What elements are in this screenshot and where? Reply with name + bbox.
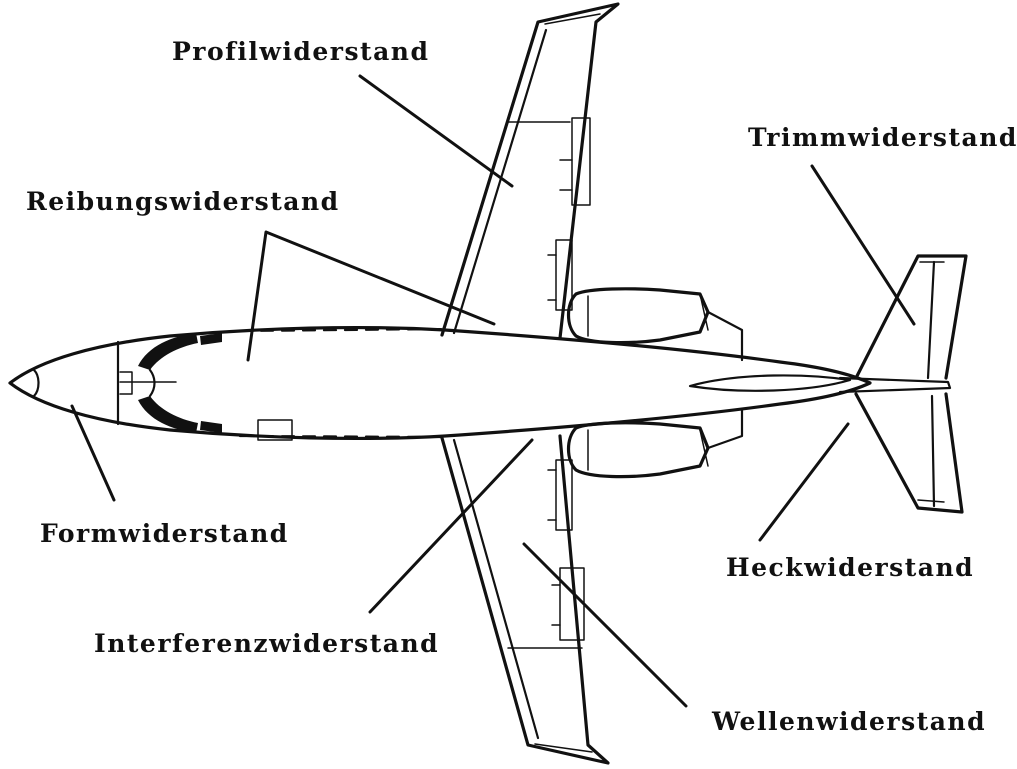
- label-wellenwiderstand: Wellenwiderstand: [711, 707, 986, 736]
- label-heckwiderstand: Heckwiderstand: [726, 553, 974, 582]
- label-profilwiderstand: Profilwiderstand: [172, 37, 429, 66]
- leader-heck: [760, 424, 848, 540]
- upper-engine: [569, 289, 743, 360]
- cockpit-windshield: [138, 333, 222, 433]
- leader-wellen: [524, 544, 686, 706]
- label-reibungswiderstand: Reibungswiderstand: [26, 187, 340, 216]
- label-formwiderstand: Formwiderstand: [40, 519, 289, 548]
- leader-reibung: [248, 232, 494, 360]
- labels: Profilwiderstand Trimmwiderstand Reibung…: [26, 37, 1017, 736]
- label-trimmwiderstand: Trimmwiderstand: [748, 123, 1017, 152]
- upper-wing: [442, 4, 618, 338]
- lower-stabilizer: [856, 394, 962, 512]
- tailcone: [690, 375, 950, 392]
- label-interferenzwiderstand: Interferenzwiderstand: [94, 629, 439, 658]
- leader-lines: [72, 76, 914, 706]
- leader-trimm: [812, 166, 914, 324]
- lower-wing: [442, 436, 608, 763]
- leader-profil: [360, 76, 512, 186]
